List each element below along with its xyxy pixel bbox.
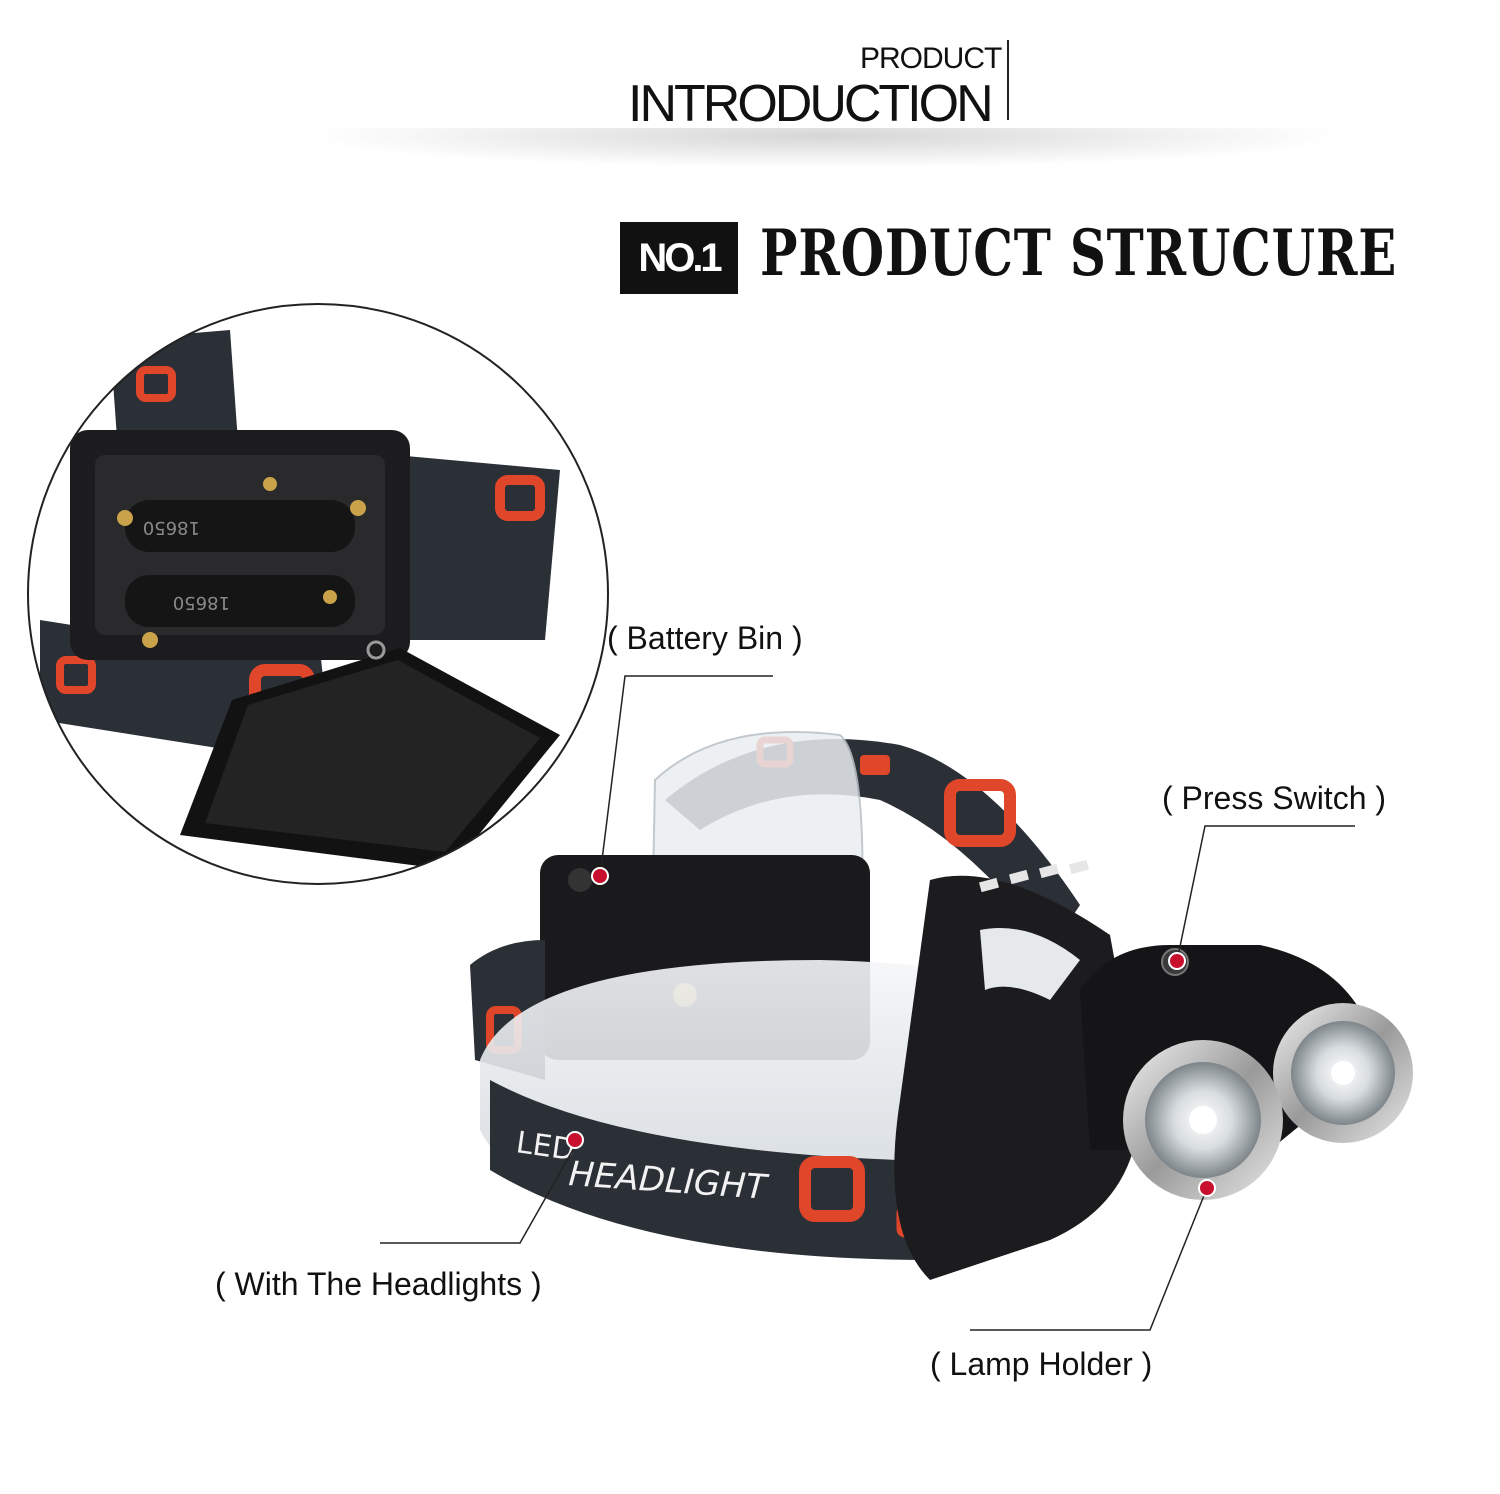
headlights-leader <box>380 1145 576 1244</box>
header-divider <box>1007 40 1009 120</box>
headlights-dot <box>566 1131 584 1149</box>
section-number-badge: NO.1 <box>620 222 738 294</box>
callout-battery-bin: ( Battery Bin ) <box>607 620 803 656</box>
section-title: PRODUCT STRUCURE <box>760 216 1398 291</box>
header-shadow <box>300 128 1350 168</box>
battery-label-bottom: 18650 <box>173 592 230 613</box>
battery-bin-leader <box>599 675 773 877</box>
header-product-text: PRODUCT <box>860 42 1002 75</box>
lamp-holder-leader <box>970 1187 1208 1331</box>
headlamp-main-image: LED HEADLIGHT <box>470 731 1413 1280</box>
battery-bin-dot <box>591 867 609 885</box>
callout-with-headlights: ( With The Headlights ) <box>215 1266 542 1302</box>
battery-label-top: 18650 <box>143 517 200 538</box>
callout-lines <box>380 675 1355 1331</box>
callout-press-switch: ( Press Switch ) <box>1162 780 1387 816</box>
callout-lamp-holder: ( Lamp Holder ) <box>930 1346 1153 1382</box>
callout-dots <box>566 867 1216 1197</box>
lamp-holder-dot <box>1198 1179 1216 1197</box>
press-switch-dot <box>1168 952 1186 970</box>
press-switch-leader <box>1176 825 1355 962</box>
battery-bin-detail: 18650 18650 <box>28 304 608 884</box>
detail-circle-outline <box>27 303 609 885</box>
header-introduction-text: INTRODUCTION <box>628 75 994 133</box>
